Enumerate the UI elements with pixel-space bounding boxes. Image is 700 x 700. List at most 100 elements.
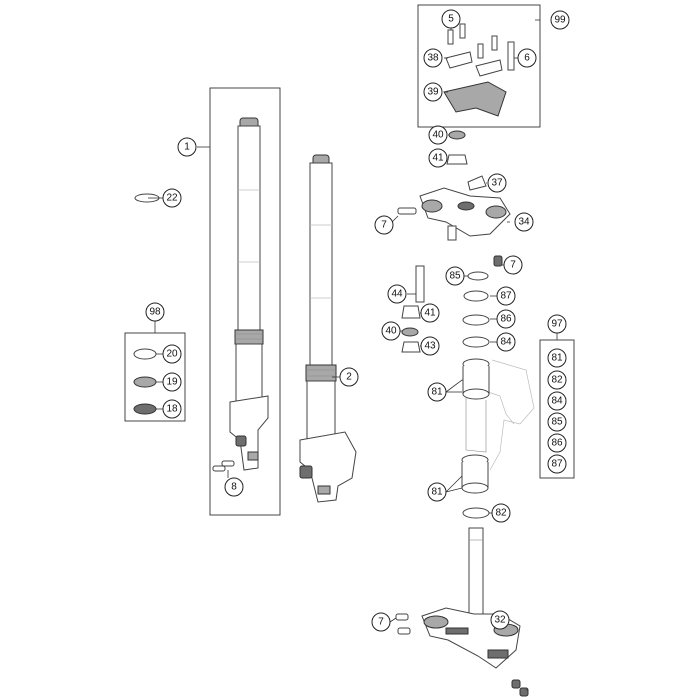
lower-triple-clamp-32[interactable] bbox=[421, 527, 521, 669]
steering-head-tube bbox=[465, 398, 487, 453]
svg-text:34: 34 bbox=[518, 217, 530, 228]
svg-text:20: 20 bbox=[166, 349, 178, 360]
callout-84[interactable]: 84 bbox=[496, 332, 516, 352]
callout-40-top[interactable]: 40 bbox=[428, 125, 448, 145]
seal-19[interactable] bbox=[133, 376, 157, 388]
kit-97-item-81[interactable]: 81 bbox=[547, 348, 567, 368]
clamp-top-38[interactable] bbox=[445, 51, 503, 77]
callout-82[interactable]: 82 bbox=[491, 503, 511, 523]
frame-outline bbox=[489, 359, 535, 471]
callout-7-clamp[interactable]: 7 bbox=[503, 255, 523, 275]
part-41-mid[interactable] bbox=[401, 305, 421, 319]
callout-6[interactable]: 6 bbox=[517, 48, 537, 68]
bearing-81-upper[interactable] bbox=[462, 358, 490, 400]
callout-5[interactable]: 5 bbox=[441, 9, 461, 29]
upper-triple-clamp-34[interactable] bbox=[419, 187, 511, 241]
callout-98[interactable]: 98 bbox=[145, 302, 165, 322]
svg-text:7: 7 bbox=[510, 260, 516, 271]
svg-text:19: 19 bbox=[166, 377, 178, 388]
ring-85[interactable] bbox=[467, 271, 489, 281]
callout-87[interactable]: 87 bbox=[496, 286, 516, 306]
callout-2[interactable]: 2 bbox=[339, 367, 359, 387]
screws-5[interactable] bbox=[447, 23, 498, 59]
callout-20[interactable]: 20 bbox=[162, 344, 182, 364]
svg-text:44: 44 bbox=[391, 289, 403, 300]
callout-39[interactable]: 39 bbox=[423, 82, 443, 102]
svg-text:86: 86 bbox=[551, 438, 563, 449]
svg-text:81: 81 bbox=[431, 487, 443, 498]
seal-20[interactable] bbox=[133, 348, 157, 360]
nut-87[interactable] bbox=[463, 290, 489, 302]
svg-text:85: 85 bbox=[449, 271, 461, 282]
callout-81-lower[interactable]: 81 bbox=[427, 482, 447, 502]
bolts-7-bottom[interactable] bbox=[395, 613, 411, 635]
fork-leg-1[interactable] bbox=[229, 117, 269, 471]
svg-text:41: 41 bbox=[432, 153, 444, 164]
callout-22[interactable]: 22 bbox=[162, 188, 182, 208]
bearing-seal-84[interactable] bbox=[462, 336, 490, 348]
callout-19[interactable]: 19 bbox=[162, 372, 182, 392]
callout-41-mid[interactable]: 41 bbox=[420, 303, 440, 323]
washer-40-top[interactable] bbox=[448, 130, 466, 140]
fork-leg-box-1 bbox=[209, 87, 281, 516]
nut-41-top[interactable] bbox=[446, 154, 468, 165]
cap-37[interactable] bbox=[467, 175, 487, 191]
seal-18[interactable] bbox=[133, 403, 157, 415]
callout-18[interactable]: 18 bbox=[162, 399, 182, 419]
callout-86[interactable]: 86 bbox=[496, 309, 516, 329]
callout-97[interactable]: 97 bbox=[547, 314, 567, 334]
svg-text:39: 39 bbox=[427, 87, 439, 98]
callout-34[interactable]: 34 bbox=[514, 212, 534, 232]
kit-97-item-87[interactable]: 87 bbox=[547, 454, 567, 474]
washer-40-mid[interactable] bbox=[401, 327, 419, 337]
svg-text:32: 32 bbox=[494, 615, 506, 626]
callout-43[interactable]: 43 bbox=[420, 336, 440, 356]
callout-38[interactable]: 38 bbox=[423, 48, 443, 68]
callout-40-mid[interactable]: 40 bbox=[381, 321, 401, 341]
kit-97-item-85[interactable]: 85 bbox=[547, 412, 567, 432]
callout-7-top[interactable]: 7 bbox=[374, 215, 394, 235]
svg-text:38: 38 bbox=[427, 53, 439, 64]
svg-text:84: 84 bbox=[500, 337, 512, 348]
bolts-8[interactable] bbox=[212, 460, 235, 472]
svg-text:86: 86 bbox=[500, 314, 512, 325]
svg-text:37: 37 bbox=[491, 178, 503, 189]
callout-44[interactable]: 44 bbox=[387, 284, 407, 304]
bolts-7-clamp-bottom[interactable] bbox=[511, 679, 529, 697]
callout-99[interactable]: 99 bbox=[550, 10, 570, 30]
svg-text:87: 87 bbox=[551, 459, 563, 470]
frame-outline-detail bbox=[487, 391, 515, 425]
svg-text:5: 5 bbox=[448, 14, 454, 25]
bolt-7-clamp[interactable] bbox=[493, 255, 503, 267]
screw-6[interactable] bbox=[507, 41, 515, 71]
svg-text:18: 18 bbox=[166, 404, 178, 415]
svg-text:22: 22 bbox=[166, 193, 178, 204]
svg-text:40: 40 bbox=[385, 326, 397, 337]
fork-leg-2[interactable] bbox=[299, 154, 357, 503]
washer-86[interactable] bbox=[462, 314, 490, 326]
svg-text:81: 81 bbox=[551, 353, 563, 364]
svg-text:7: 7 bbox=[381, 220, 387, 231]
svg-text:85: 85 bbox=[551, 417, 563, 428]
kit-box-99 bbox=[417, 4, 541, 128]
callout-32[interactable]: 32 bbox=[490, 610, 510, 630]
callout-1[interactable]: 1 bbox=[177, 137, 197, 157]
svg-text:84: 84 bbox=[551, 396, 563, 407]
callout-41-top[interactable]: 41 bbox=[428, 148, 448, 168]
callout-8[interactable]: 8 bbox=[224, 477, 244, 497]
callout-37[interactable]: 37 bbox=[487, 173, 507, 193]
bolt-7-top[interactable] bbox=[397, 207, 417, 215]
pin-44[interactable] bbox=[415, 265, 425, 303]
callout-7-bottom[interactable]: 7 bbox=[371, 612, 391, 632]
bearing-81-lower[interactable] bbox=[461, 454, 489, 494]
kit-97-item-84[interactable]: 84 bbox=[547, 391, 567, 411]
callout-85[interactable]: 85 bbox=[445, 266, 465, 286]
kit-97-item-86[interactable]: 86 bbox=[547, 433, 567, 453]
seal-82[interactable] bbox=[462, 507, 490, 519]
kit-97-item-82[interactable]: 82 bbox=[547, 370, 567, 390]
callout-81-upper[interactable]: 81 bbox=[427, 382, 447, 402]
clamp-bottom-39[interactable] bbox=[443, 81, 507, 117]
svg-text:43: 43 bbox=[424, 341, 436, 352]
nut-43[interactable] bbox=[401, 341, 421, 353]
